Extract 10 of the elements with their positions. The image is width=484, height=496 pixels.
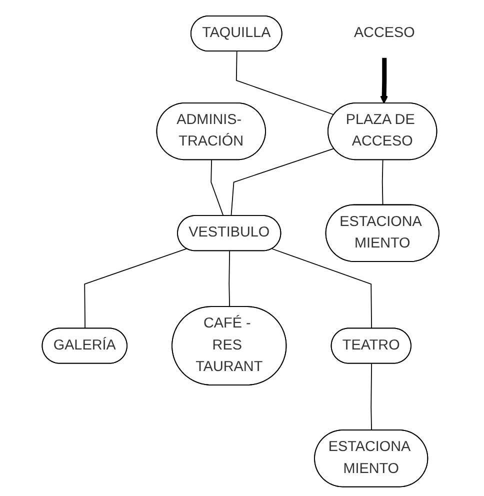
connector [230, 148, 334, 216]
arrow [380, 58, 388, 104]
connector [370, 363, 372, 431]
connector [236, 51, 334, 116]
connector [228, 250, 230, 308]
connector [272, 248, 372, 330]
connector [382, 160, 384, 206]
connector [84, 248, 188, 330]
connector [210, 160, 224, 216]
node-text: ACCESO [354, 25, 415, 41]
